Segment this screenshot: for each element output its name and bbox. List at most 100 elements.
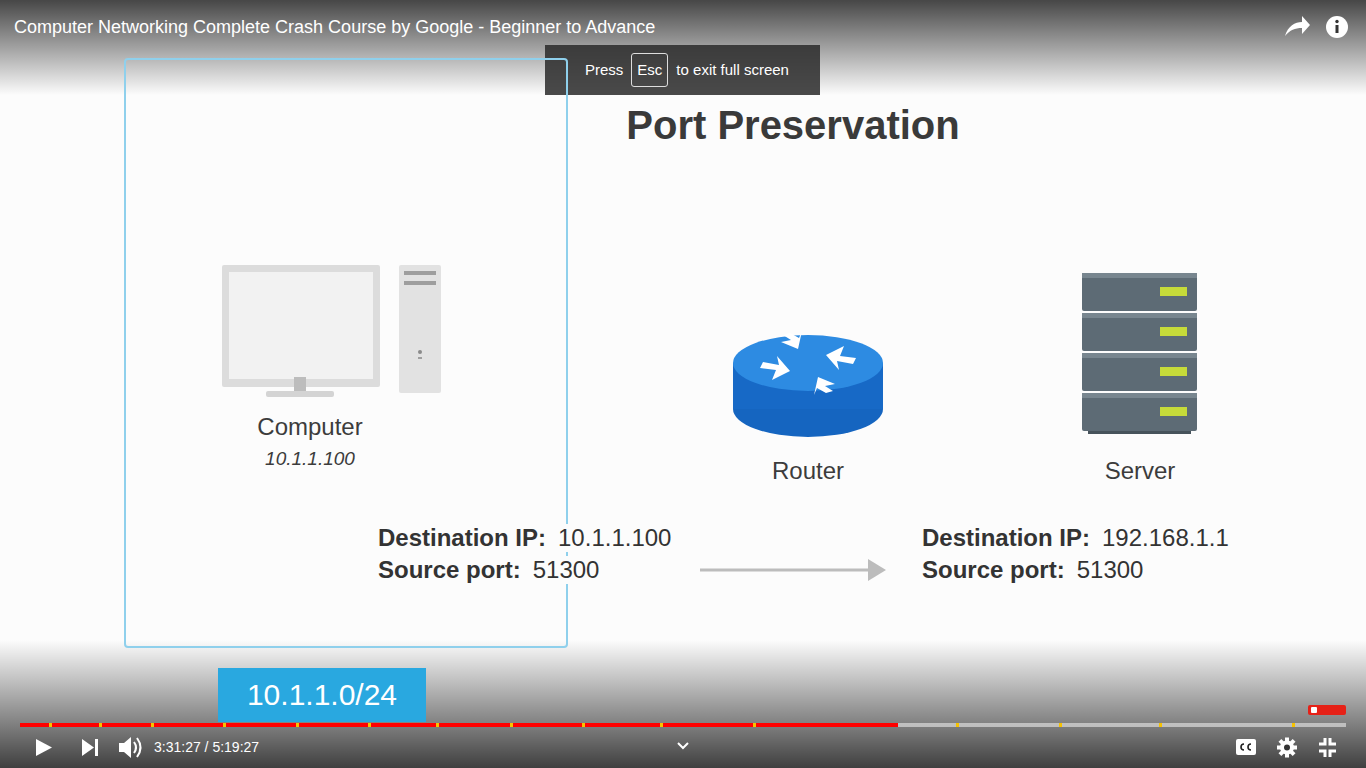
exit-fullscreen-button: [1319, 738, 1325, 744]
fullscreen-notice: [545, 45, 820, 95]
computer-icon: [404, 281, 436, 285]
chapter-markers: [368, 723, 371, 727]
progress-bar: [20, 723, 1346, 727]
settings-button: [1279, 739, 1296, 756]
volume-button: [119, 737, 131, 758]
chapter-markers: [1159, 723, 1162, 727]
share-icon: [1285, 16, 1310, 36]
server-icon: [1082, 273, 1197, 434]
chapter-markers: [296, 723, 299, 727]
ip-address: 10.1.1.100: [195, 448, 425, 470]
device-name: Computer: [195, 413, 425, 441]
top-shade: [0, 0, 1366, 95]
captions-button: [1241, 744, 1244, 750]
chapter-markers: [660, 723, 663, 727]
subnet-tab: 10.1.1.0/24: [218, 668, 426, 722]
server-icon: [1160, 367, 1187, 376]
chevron-icon: [678, 743, 688, 748]
video-title: Computer Networking Complete Crash Cours…: [14, 17, 655, 38]
play-button: [36, 739, 52, 756]
next-button: [95, 739, 98, 756]
computer-icon: [418, 357, 422, 359]
captions-button: [1248, 744, 1251, 750]
computer-icon: [294, 377, 306, 393]
settings-button: [1277, 746, 1297, 750]
chapter-markers: [1059, 723, 1062, 727]
exit-fullscreen-button: [1319, 738, 1336, 757]
settings-button: [1284, 745, 1290, 751]
server-icon: [1088, 431, 1191, 434]
device-name: Router: [728, 457, 888, 485]
chapter-markers: [223, 723, 226, 727]
progress-bar: [20, 723, 1346, 727]
packet-arrow: [700, 559, 886, 581]
server-icon: [1082, 273, 1197, 278]
router-icon: [781, 331, 802, 349]
computer-icon: [404, 271, 436, 275]
server-icon: [1082, 353, 1197, 358]
progress-bar: [20, 723, 898, 727]
captions-button: [1236, 739, 1256, 755]
router-icon: [760, 356, 790, 380]
chapter-markers: [1292, 723, 1295, 727]
settings-button: [1285, 738, 1289, 758]
info-icon: [1326, 16, 1348, 38]
diagram-title: Port Preservation: [603, 99, 983, 151]
chapter-markers: [436, 723, 439, 727]
server-node: Server: [1070, 270, 1210, 490]
info-icon: [1336, 25, 1339, 33]
chapter-markers: [956, 723, 959, 727]
exit-fullscreen-button: [1330, 738, 1336, 744]
field-name: Destination IP:: [376, 524, 548, 552]
server-icon: [1082, 313, 1197, 351]
share-icon: [1285, 16, 1310, 36]
computer-icon: [222, 265, 441, 397]
subscribe-badge: [1311, 707, 1317, 713]
bottom-shade: [0, 640, 1366, 768]
volume-button: [119, 737, 141, 758]
server-icon: [1160, 287, 1187, 296]
chapter-markers: [753, 723, 756, 727]
chapter-markers: [99, 723, 102, 727]
server-icon: [1082, 313, 1197, 318]
field-value: 51300: [1075, 556, 1146, 584]
router-icon: [826, 346, 856, 370]
computer-icon: [418, 350, 422, 354]
info-icon: [1335, 20, 1338, 23]
packet-arrow: [868, 559, 886, 581]
exit-fullscreen-button: [1330, 751, 1336, 757]
computer-node: Computer 10.1.1.100: [195, 262, 455, 482]
packet-arrow: [700, 569, 870, 572]
volume-button: [137, 738, 141, 757]
server-icon: [1082, 393, 1197, 431]
router-icon: [814, 377, 835, 395]
field-value: 10.1.1.100: [556, 524, 673, 552]
computer-icon: [399, 265, 441, 393]
chapter-markers: [510, 723, 513, 727]
chapter-markers: [582, 723, 585, 727]
field-name: Destination IP:: [920, 524, 1092, 552]
router-icon: [733, 331, 883, 437]
chapter-markers: [49, 723, 52, 727]
router-icon: [733, 335, 883, 391]
time-display: 3:31:27 / 5:19:27: [154, 739, 259, 755]
info-icon: [1326, 16, 1348, 38]
next-button: [82, 739, 98, 756]
chapter-markers: [49, 723, 1295, 727]
field-value: 192.168.1.1: [1100, 524, 1231, 552]
field-name: Source port:: [376, 556, 523, 584]
router-node: Router: [728, 330, 888, 490]
chapter-markers: [151, 723, 154, 727]
key-cap: Esc: [631, 53, 668, 86]
subscribe-badge: [1308, 705, 1346, 715]
computer-icon: [266, 391, 334, 397]
computer-icon: [229, 272, 373, 379]
notice-text: to exit full screen: [676, 61, 789, 78]
volume-button: [134, 742, 136, 753]
device-name: Server: [1070, 457, 1210, 485]
computer-icon: [222, 265, 380, 387]
settings-button: [1279, 739, 1296, 756]
notice-text: Press: [585, 61, 623, 78]
